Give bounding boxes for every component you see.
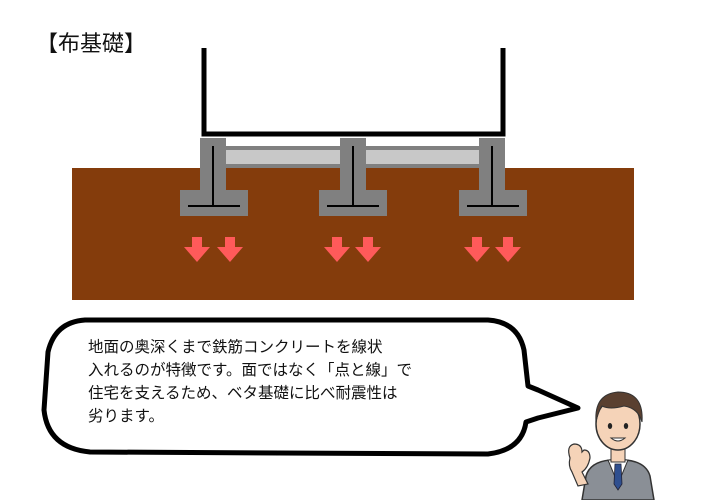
speech-line: 入れるのが特徴です。面ではなく「点と線」で — [88, 361, 412, 379]
footing-left — [180, 138, 248, 216]
speech-line: 地面の奥深くまで鉄筋コンクリートを線状 — [88, 338, 383, 356]
speech-line: 劣ります。 — [88, 407, 164, 425]
speech-bubble — [41, 317, 581, 457]
speech-line: 住宅を支えるため、ベタ基礎に比べ耐震性は — [88, 384, 398, 402]
down-arrow-icon — [355, 237, 381, 262]
down-arrow-icon — [464, 237, 490, 262]
businessman-illustration — [568, 391, 655, 500]
load-arrows — [184, 237, 521, 262]
down-arrow-icon — [324, 237, 350, 262]
tie-beams — [222, 146, 484, 168]
down-arrow-icon — [495, 237, 521, 262]
down-arrow-icon — [184, 237, 210, 262]
page-title: 【布基礎】 — [36, 32, 147, 57]
footing-right — [459, 138, 527, 216]
house-outline — [201, 48, 506, 137]
down-arrow-icon — [217, 237, 243, 262]
footing-center — [319, 138, 387, 216]
speech-text: 地面の奥深くまで鉄筋コンクリートを線状 入れるのが特徴です。面ではなく「点と線」… — [88, 336, 488, 428]
